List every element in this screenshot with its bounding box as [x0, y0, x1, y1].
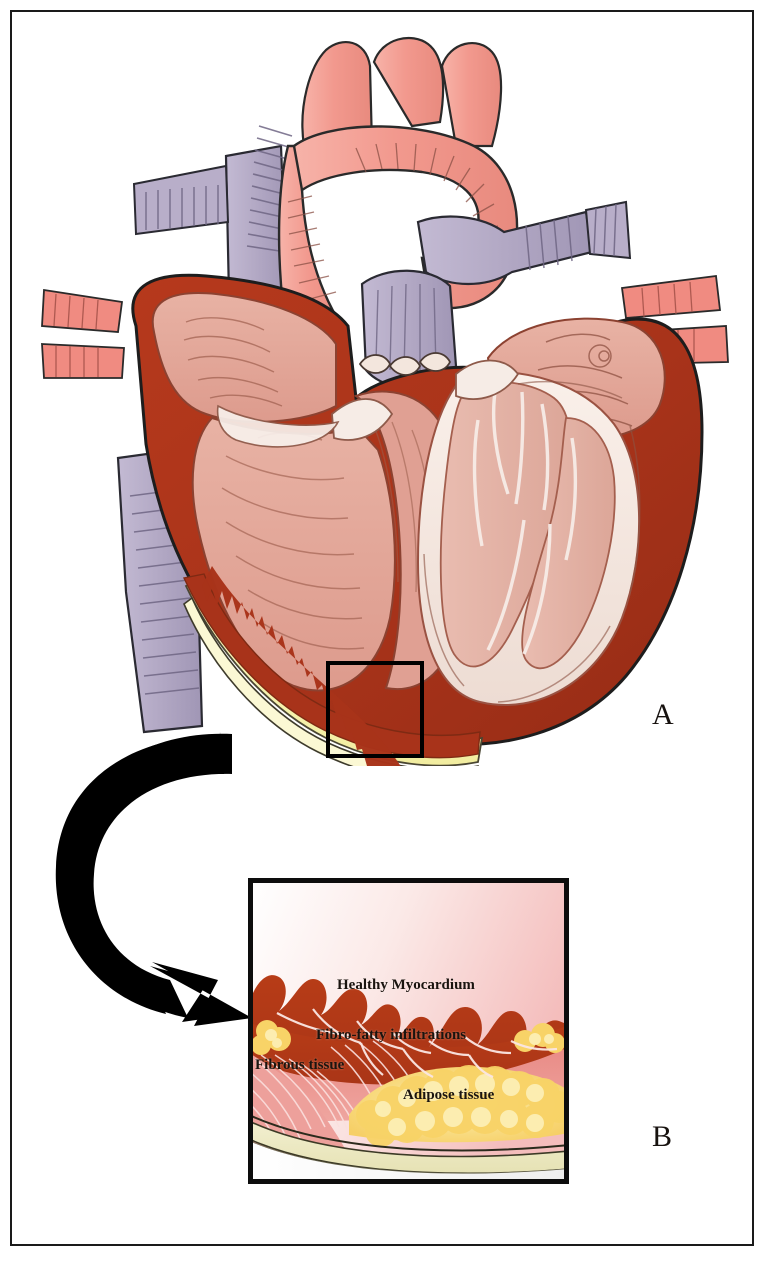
figure-frame: A: [10, 10, 754, 1246]
myocardium-cross-section: [253, 883, 564, 1179]
panel-a-heart-illustration: [26, 26, 756, 766]
label-adipose-tissue: Adipose tissue: [403, 1087, 495, 1103]
label-healthy-myocardium: Healthy Myocardium: [337, 977, 475, 993]
panel-b-magnified-section: Healthy Myocardium Fibro-fatty infiltrat…: [248, 878, 569, 1184]
magnification-arrow: [55, 732, 252, 1026]
panel-a-letter: A: [652, 698, 675, 731]
label-fibro-fatty-infiltrations: Fibro-fatty infiltrations: [316, 1027, 467, 1043]
inset-region-marker: [326, 661, 424, 758]
heart-anatomy-diagram: [41, 36, 729, 766]
label-fibrous-tissue: Fibrous tissue: [255, 1057, 345, 1073]
heart-body: [131, 273, 704, 766]
panel-b-letter: B: [652, 1120, 673, 1153]
